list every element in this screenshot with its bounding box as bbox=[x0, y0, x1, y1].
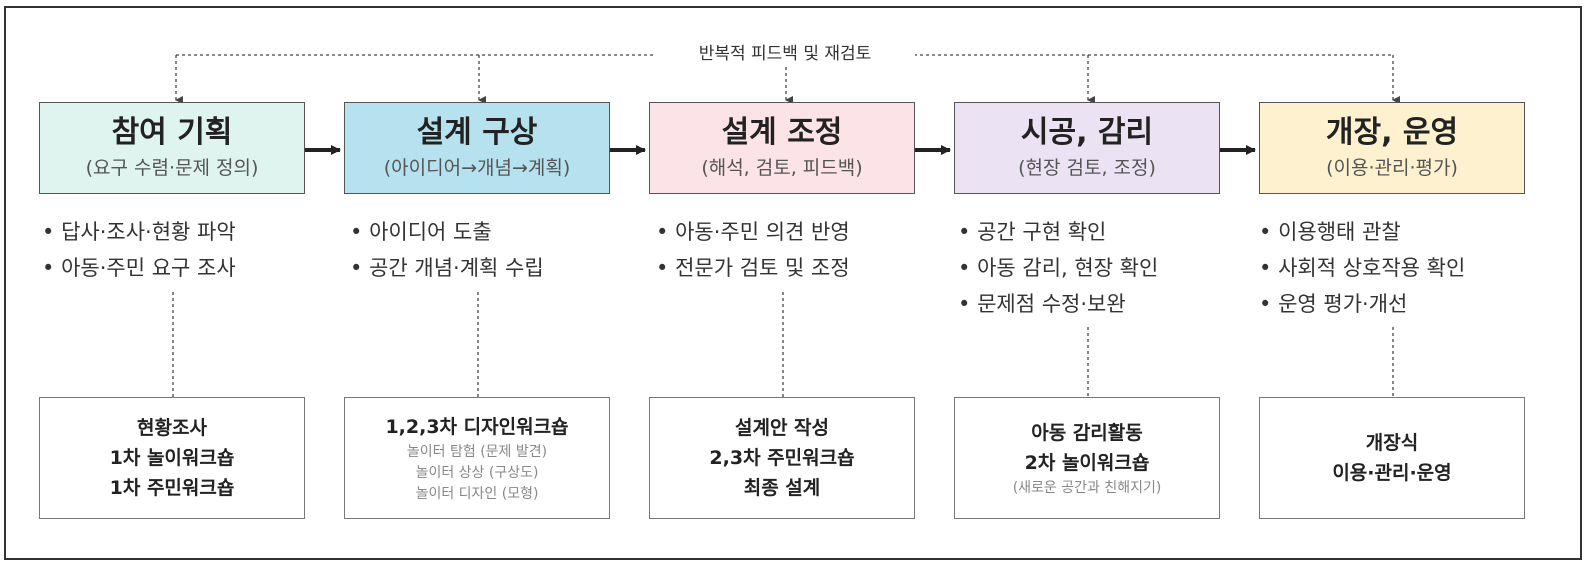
stage-title: 참여 기획 bbox=[111, 115, 233, 150]
activity-box-1: 현황조사 1차 놀이워크숍 1차 주민워크숍 bbox=[39, 397, 305, 519]
activity-box-2: 1,2,3차 디자인워크숍 놀이터 탐험 (문제 발견) 놀이터 상상 (구상도… bbox=[344, 397, 610, 519]
activity-line: 1,2,3차 디자인워크숍 bbox=[385, 415, 569, 438]
bullet-item: 답사·조사·현황 파악 bbox=[42, 214, 332, 250]
stage-bullets-2: 아이디어 도출 공간 개념·계획 수립 bbox=[350, 214, 640, 286]
bullet-item: 공간 개념·계획 수립 bbox=[350, 250, 640, 286]
bullet-item: 아동·주민 의견 반영 bbox=[656, 214, 946, 250]
feedback-label: 반복적 피드백 및 재검토 bbox=[655, 41, 915, 67]
stage-title: 설계 구상 bbox=[416, 115, 538, 150]
activity-box-3: 설계안 작성 2,3차 주민워크숍 최종 설계 bbox=[649, 397, 915, 519]
activity-line: 2,3차 주민워크숍 bbox=[709, 447, 855, 469]
stage-title: 개장, 운영 bbox=[1325, 115, 1459, 150]
activity-line: 최종 설계 bbox=[743, 477, 821, 499]
activity-line: 아동 감리활동 bbox=[1031, 421, 1143, 444]
bullet-item: 아동·주민 요구 조사 bbox=[42, 250, 332, 286]
stage-bullets-3: 아동·주민 의견 반영 전문가 검토 및 조정 bbox=[656, 214, 946, 286]
stage-subtitle: (아이디어→개념→계획) bbox=[383, 157, 571, 179]
activity-note: 놀이터 디자인 (모형) bbox=[415, 485, 539, 502]
activity-line: 현황조사 bbox=[137, 417, 207, 439]
stage-bullets-4: 공간 구현 확인 아동 감리, 현장 확인 문제점 수정·보완 bbox=[958, 214, 1248, 322]
activity-line: 2차 놀이워크숍 bbox=[1024, 451, 1150, 474]
bullet-item: 전문가 검토 및 조정 bbox=[656, 250, 946, 286]
bullet-item: 운영 평가·개선 bbox=[1259, 286, 1549, 322]
activity-note: (새로운 공간과 친해지기) bbox=[1012, 479, 1162, 496]
bullet-item: 이용행태 관찰 bbox=[1259, 214, 1549, 250]
bullet-item: 아동 감리, 현장 확인 bbox=[958, 250, 1248, 286]
stage-box-3: 설계 조정 (해석, 검토, 피드백) bbox=[649, 102, 915, 194]
stage-subtitle: (요구 수렴·문제 정의) bbox=[85, 157, 259, 179]
activity-line: 이용·관리·운영 bbox=[1332, 462, 1452, 484]
activity-line: 개장식 bbox=[1365, 432, 1419, 454]
stage-box-5: 개장, 운영 (이용·관리·평가) bbox=[1259, 102, 1525, 194]
activity-note: 놀이터 상상 (구상도) bbox=[415, 464, 539, 481]
stage-box-2: 설계 구상 (아이디어→개념→계획) bbox=[344, 102, 610, 194]
activity-box-5: 개장식 이용·관리·운영 bbox=[1259, 397, 1525, 519]
bullet-item: 아이디어 도출 bbox=[350, 214, 640, 250]
stage-subtitle: (현장 검토, 조정) bbox=[1018, 157, 1156, 179]
stage-box-4: 시공, 감리 (현장 검토, 조정) bbox=[954, 102, 1220, 194]
diagram-frame bbox=[4, 6, 1582, 560]
activity-line: 1차 놀이워크숍 bbox=[109, 447, 235, 469]
stage-bullets-5: 이용행태 관찰 사회적 상호작용 확인 운영 평가·개선 bbox=[1259, 214, 1549, 322]
stage-box-1: 참여 기획 (요구 수렴·문제 정의) bbox=[39, 102, 305, 194]
activity-line: 1차 주민워크숍 bbox=[109, 477, 235, 499]
stage-title: 시공, 감리 bbox=[1020, 115, 1154, 150]
stage-bullets-1: 답사·조사·현황 파악 아동·주민 요구 조사 bbox=[42, 214, 332, 286]
stage-subtitle: (이용·관리·평가) bbox=[1326, 157, 1458, 179]
activity-line: 설계안 작성 bbox=[734, 417, 829, 439]
bullet-item: 사회적 상호작용 확인 bbox=[1259, 250, 1549, 286]
activity-note: 놀이터 탐험 (문제 발견) bbox=[406, 443, 548, 460]
bullet-item: 공간 구현 확인 bbox=[958, 214, 1248, 250]
bullet-item: 문제점 수정·보완 bbox=[958, 286, 1248, 322]
stage-subtitle: (해석, 검토, 피드백) bbox=[701, 157, 863, 179]
activity-box-4: 아동 감리활동 2차 놀이워크숍 (새로운 공간과 친해지기) bbox=[954, 397, 1220, 519]
stage-title: 설계 조정 bbox=[721, 115, 843, 150]
